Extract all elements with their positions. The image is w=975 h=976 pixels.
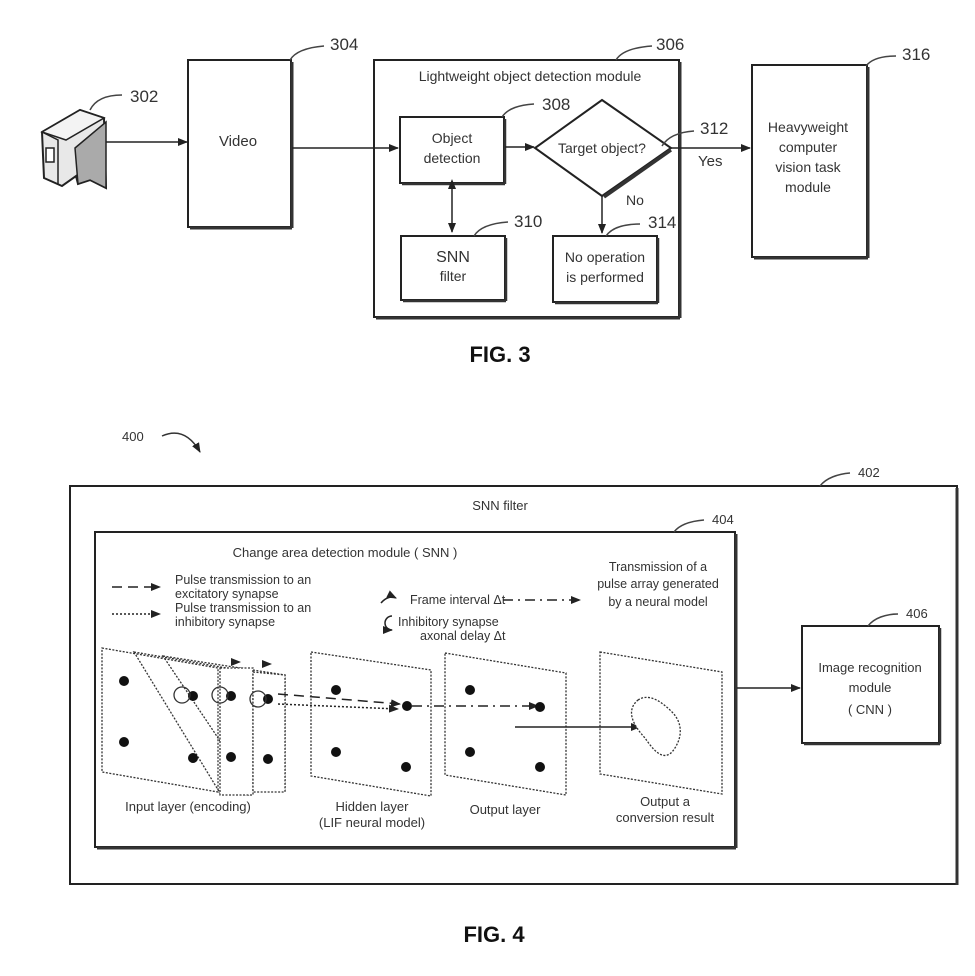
object-detection-box bbox=[399, 116, 505, 184]
legend-frame-interval: Frame interval Δt bbox=[410, 593, 506, 607]
no-operation-label-1: No operation bbox=[565, 249, 645, 265]
leader-line bbox=[289, 45, 325, 61]
ref-404: 404 bbox=[712, 512, 734, 527]
output-neurons bbox=[465, 685, 545, 772]
heavyweight-label-2: computer bbox=[779, 139, 838, 155]
leader-line bbox=[473, 221, 509, 237]
inhibitory-connection bbox=[277, 703, 399, 713]
ref-310: 310 bbox=[514, 212, 542, 231]
fig4-caption: FIG. 4 bbox=[463, 922, 525, 947]
heavyweight-label-3: vision task bbox=[775, 159, 841, 175]
image-recognition-label-3: ( CNN ) bbox=[848, 702, 892, 717]
no-operation-label-2: is performed bbox=[566, 269, 644, 285]
result-label-1: Output a bbox=[640, 794, 691, 809]
leader-line bbox=[615, 45, 653, 61]
ref-306: 306 bbox=[656, 35, 684, 54]
output-layer-frame bbox=[444, 652, 567, 796]
input-frame-1 bbox=[101, 647, 219, 793]
leader-line bbox=[673, 519, 705, 533]
legend-pulse-array-2: pulse array generated bbox=[597, 577, 719, 591]
video-label: Video bbox=[219, 133, 257, 150]
ref-314: 314 bbox=[648, 213, 676, 232]
hidden-neurons bbox=[331, 685, 412, 772]
hidden-layer-frame bbox=[310, 651, 432, 797]
change-area-title: Change area detection module ( SNN ) bbox=[233, 545, 458, 560]
axonal-delay-icon bbox=[382, 615, 393, 634]
heavyweight-module-box bbox=[751, 64, 868, 258]
legend-pulse-array-3: by a neural model bbox=[608, 595, 707, 609]
snn-filter-label-1: SNN bbox=[436, 249, 470, 266]
ref-312: 312 bbox=[700, 119, 728, 138]
image-recognition-label-2: module bbox=[849, 680, 892, 695]
snn-filter-title: SNN filter bbox=[472, 498, 528, 513]
input-layer bbox=[101, 647, 286, 796]
frame-interval-icon bbox=[380, 590, 397, 604]
fig4: 400 SNN filter 402 Change area detection… bbox=[69, 429, 959, 947]
leader-line bbox=[867, 613, 899, 627]
video-camera-icon bbox=[40, 108, 108, 190]
result-label-2: conversion result bbox=[616, 810, 715, 825]
object-detection-label-1: Object bbox=[432, 130, 473, 146]
image-recognition-label-1: Image recognition bbox=[818, 660, 921, 675]
leader-line bbox=[89, 94, 123, 111]
output-layer-label: Output layer bbox=[470, 802, 541, 817]
hidden-layer-label-2: (LIF neural model) bbox=[319, 815, 425, 830]
ref-402: 402 bbox=[858, 465, 880, 480]
target-object-label: Target object? bbox=[558, 140, 646, 156]
legend-inhibitory-2: inhibitory synapse bbox=[175, 615, 275, 629]
conversion-result-frame bbox=[599, 651, 723, 795]
excitatory-connection bbox=[277, 693, 401, 708]
leader-line bbox=[661, 130, 695, 147]
heavyweight-label-4: module bbox=[785, 179, 831, 195]
input-frame-2 bbox=[132, 651, 251, 796]
legend-inhibitory-1: Pulse transmission to an bbox=[175, 601, 311, 615]
yes-label: Yes bbox=[698, 153, 722, 170]
ref-308: 308 bbox=[542, 95, 570, 114]
figure-pointer-arrow bbox=[161, 432, 201, 453]
fig3-caption: FIG. 3 bbox=[469, 342, 530, 367]
fig3: 302 Video 304 Lightweight object detecti… bbox=[40, 35, 930, 367]
ref-302: 302 bbox=[130, 87, 158, 106]
leader-line bbox=[605, 223, 641, 237]
legend-axonal-delay-1: Inhibitory synapse bbox=[398, 615, 499, 629]
no-label: No bbox=[626, 192, 644, 208]
legend-excitatory-2: excitatory synapse bbox=[175, 587, 279, 601]
legend: Pulse transmission to an excitatory syna… bbox=[112, 560, 719, 643]
input-delay-loops bbox=[173, 686, 267, 708]
legend-axonal-delay-2: axonal delay Δt bbox=[420, 629, 506, 643]
input-layer-label: Input layer (encoding) bbox=[125, 799, 251, 814]
ref-304: 304 bbox=[330, 35, 358, 54]
legend-excitatory-1: Pulse transmission to an bbox=[175, 573, 311, 587]
legend-pulse-array-1: Transmission of a bbox=[609, 560, 707, 574]
image-recognition-box bbox=[801, 625, 940, 744]
input-frame-front-1 bbox=[219, 667, 254, 796]
hidden-layer-label-1: Hidden layer bbox=[336, 799, 410, 814]
snn-filter-label-2: filter bbox=[440, 268, 467, 284]
leader-line bbox=[501, 103, 535, 118]
ref-400: 400 bbox=[122, 429, 144, 444]
input-frame-front-2 bbox=[252, 671, 286, 793]
ref-316: 316 bbox=[902, 45, 930, 64]
leader-line bbox=[819, 472, 851, 487]
object-detection-label-2: detection bbox=[424, 150, 481, 166]
heavyweight-label-1: Heavyweight bbox=[768, 119, 848, 135]
ref-406: 406 bbox=[906, 606, 928, 621]
change-area-blob bbox=[630, 696, 681, 757]
lightweight-module-title: Lightweight object detection module bbox=[419, 68, 642, 84]
leader-line bbox=[865, 55, 897, 67]
